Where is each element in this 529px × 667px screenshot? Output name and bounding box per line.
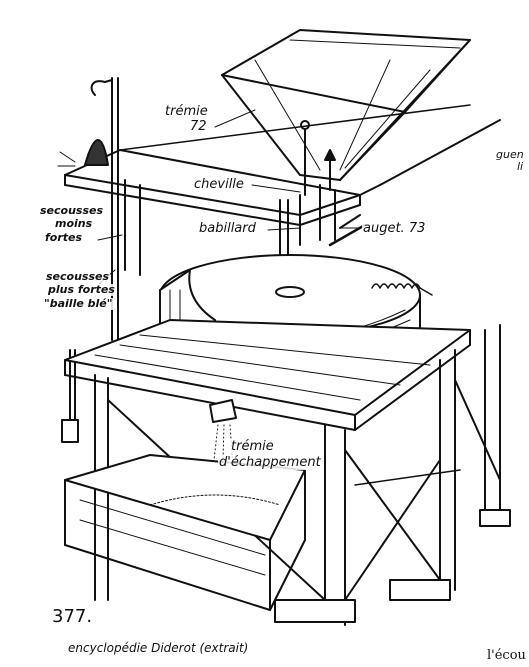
spring — [371, 283, 433, 296]
label-secousses-moins-fortes-line1: secousses — [40, 204, 104, 217]
label-tremie: trémie — [165, 104, 208, 119]
cutoff-text-right-top: guen — [496, 148, 524, 161]
label-secousses-plus-fortes-line3: "baille blé" — [43, 297, 114, 310]
bell-post — [57, 77, 119, 341]
label-tremie-echappement-line2: d'échappement — [218, 455, 322, 470]
leader-lines — [97, 109, 361, 284]
mill-frame — [64, 319, 511, 626]
hopper — [221, 29, 471, 181]
label-secousses-moins-fortes-line2: moins — [55, 217, 93, 230]
support-board — [64, 104, 501, 226]
spout — [209, 399, 237, 423]
cutoff-text-right-top-2: li — [517, 160, 524, 173]
label-auget: auget. 73 — [362, 221, 427, 236]
label-secousses-plus-fortes-line1: secousses — [45, 270, 111, 283]
label-tremie-echappement-line1: trémie — [230, 439, 275, 454]
figure-caption: encyclopédie Diderot (extrait) — [68, 641, 249, 655]
figure-number: 377. — [52, 606, 93, 627]
label-cheville: cheville — [193, 177, 245, 192]
label-tremie-number: 72 — [190, 119, 207, 134]
flour-stream — [209, 424, 236, 496]
label-secousses-plus-fortes-line2: plus fortes — [47, 283, 116, 296]
label-babillard: babillard — [198, 221, 257, 236]
label-secousses-moins-fortes-line3: fortes — [45, 231, 83, 244]
cutoff-text-bottom-right: l'écou — [487, 648, 526, 663]
flour-bin — [64, 454, 306, 611]
